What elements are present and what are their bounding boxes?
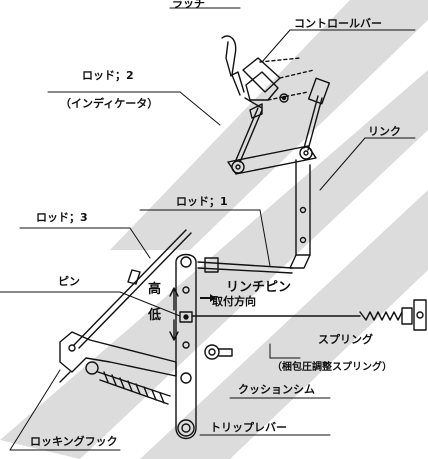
rod-3-part <box>73 229 192 349</box>
trip-lever-label: トリップレバー <box>210 421 287 434</box>
rod-3-label: ロッド；3 <box>36 211 88 224</box>
high-label: 高 <box>148 282 162 297</box>
rod-2-label: ロッド；2 <box>82 69 134 82</box>
upper-link-part <box>227 95 323 175</box>
rod-2-part <box>235 107 263 163</box>
rod-1-label: ロッド；1 <box>176 195 228 208</box>
trip-lever-part <box>175 253 197 440</box>
latch-part <box>221 35 245 96</box>
leader-lines <box>0 7 416 451</box>
indicator-label: （インディケータ） <box>60 97 159 110</box>
link-label: リンク <box>368 125 401 138</box>
control-bar-part <box>242 57 331 119</box>
link-part <box>289 159 311 269</box>
band-3 <box>110 0 428 250</box>
direction-arrows <box>169 287 179 341</box>
latch-label: ラッチ <box>172 0 205 10</box>
spring-note-label: （梱包圧調整スプリング） <box>272 362 392 373</box>
low-label: 低 <box>148 308 162 323</box>
rod-1-part <box>197 257 293 274</box>
spring-part <box>191 299 427 331</box>
band-2 <box>140 190 428 459</box>
spring-label: スプリング <box>318 333 373 346</box>
locking-hook-part <box>59 331 177 405</box>
mount-direction-label: 取付方向 <box>212 295 256 308</box>
locking-hook-label: ロッキングフック <box>30 435 118 448</box>
control-bar-label: コントロールバー <box>294 17 382 30</box>
pin-label: ピン <box>58 275 80 288</box>
cushion-shim-label: クッションシム <box>238 383 315 396</box>
link-pin-label: リンチピン <box>226 280 292 295</box>
cushion-shim-part <box>204 344 233 360</box>
